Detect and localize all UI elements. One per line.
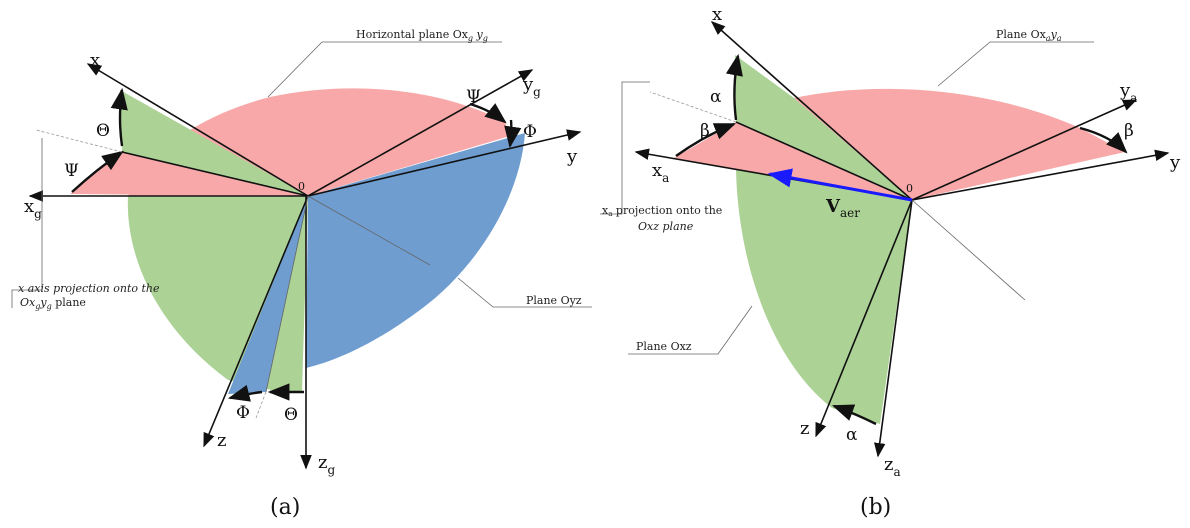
label-z: z (217, 430, 226, 451)
callout-plane-oyz (457, 277, 592, 308)
label-y: y (566, 146, 578, 167)
plane-xaya-shape (794, 88, 1125, 200)
horizontal-plane-left-wedge (70, 152, 308, 196)
label-theta-bottom: Θ (284, 405, 298, 425)
dash-bottom (255, 391, 267, 419)
label-x-b: x (712, 4, 722, 25)
plane-oxz-lower (736, 170, 912, 424)
label-xg: xg (24, 196, 42, 221)
plane-oxz-top-wedge (120, 90, 308, 196)
axis-z (203, 195, 309, 448)
label-x: x (90, 50, 100, 71)
caption-a: (a) (270, 495, 300, 520)
arc-phi-bottom (227, 384, 263, 402)
panel-a: x xg yg y z zg 0 Ψ Φ Θ Ψ Φ Θ Horizontal … (11, 28, 592, 520)
projection-line-xa (735, 121, 913, 201)
label-beta-left: β (700, 121, 710, 141)
label-theta-left: Θ (96, 121, 110, 141)
arc-phi-right (504, 119, 522, 149)
caption-b: (b) (860, 495, 891, 520)
arc-psi-top (469, 102, 507, 124)
velocity-label: Vaer (825, 196, 860, 220)
projection-line-x (121, 151, 309, 197)
inner-line (307, 195, 431, 266)
callout-projection-b (600, 81, 650, 215)
plane-oyz-shape (306, 133, 525, 368)
arc-beta-right (1079, 126, 1128, 154)
label-y-b: y (1169, 152, 1181, 173)
label-beta-right: β (1124, 121, 1134, 141)
label-phi-right: Φ (523, 122, 537, 142)
callout-plane-oyz-text: Plane Oyz (526, 294, 582, 307)
label-za: za (884, 454, 901, 479)
arc-theta-left (110, 87, 128, 147)
arc-beta-left (675, 122, 737, 157)
axis-za (873, 199, 913, 458)
callout-projection (11, 138, 43, 308)
plane-xaya-left-wedge (674, 122, 912, 200)
label-zg: zg (318, 452, 335, 477)
label-origin-b: 0 (906, 182, 913, 195)
label-psi-top: Ψ (466, 87, 481, 107)
dash-projection-b (649, 91, 737, 123)
label-phi-bottom: Φ (236, 403, 250, 423)
axis-y-b (911, 149, 1170, 201)
velocity-vector (767, 168, 913, 202)
arc-alpha-bottom (831, 404, 877, 426)
callout-projection-text-1: x axis projection onto the (18, 282, 160, 295)
label-alpha-top: α (710, 87, 722, 107)
axis-x-b (710, 21, 913, 201)
label-alpha-bottom: α (846, 425, 858, 445)
label-origin-a: 0 (298, 180, 305, 193)
callout-horizontal-plane-text: Horizontal plane Oxg yg (356, 28, 488, 43)
label-xa: xa (652, 160, 669, 185)
inner-line-2 (265, 195, 309, 393)
callout-projection-b-text-2: Oxz plane (638, 220, 694, 233)
axis-ya (911, 99, 1138, 201)
axis-yg (307, 69, 534, 197)
callout-plane-oxz (628, 305, 753, 355)
callout-plane-xaya-text: Plane Oxaya (996, 28, 1062, 43)
axis-z-b (815, 199, 913, 438)
label-z-b: z (800, 418, 809, 439)
arc-psi-left (71, 150, 124, 193)
axis-x (86, 63, 309, 197)
callout-projection-text-2: Oxgyg plane (20, 296, 86, 311)
plane-oxz-shape (735, 55, 912, 200)
callout-horizontal-plane (267, 41, 502, 98)
arc-alpha-top (725, 53, 743, 121)
panel-b: x xa ya y z za 0 α β β α Vaer Plane Oxay… (600, 4, 1181, 520)
label-ya: ya (1119, 80, 1137, 105)
inner-line-b (911, 199, 1026, 301)
callout-plane-oxz-text: Plane Oxz (636, 340, 692, 353)
callout-plane-xaya (937, 41, 1094, 87)
callout-projection-b-text-1: xa projection onto the (602, 204, 722, 218)
label-psi-left: Ψ (64, 161, 79, 181)
axis-y (307, 129, 582, 197)
label-yg: yg (522, 74, 541, 99)
